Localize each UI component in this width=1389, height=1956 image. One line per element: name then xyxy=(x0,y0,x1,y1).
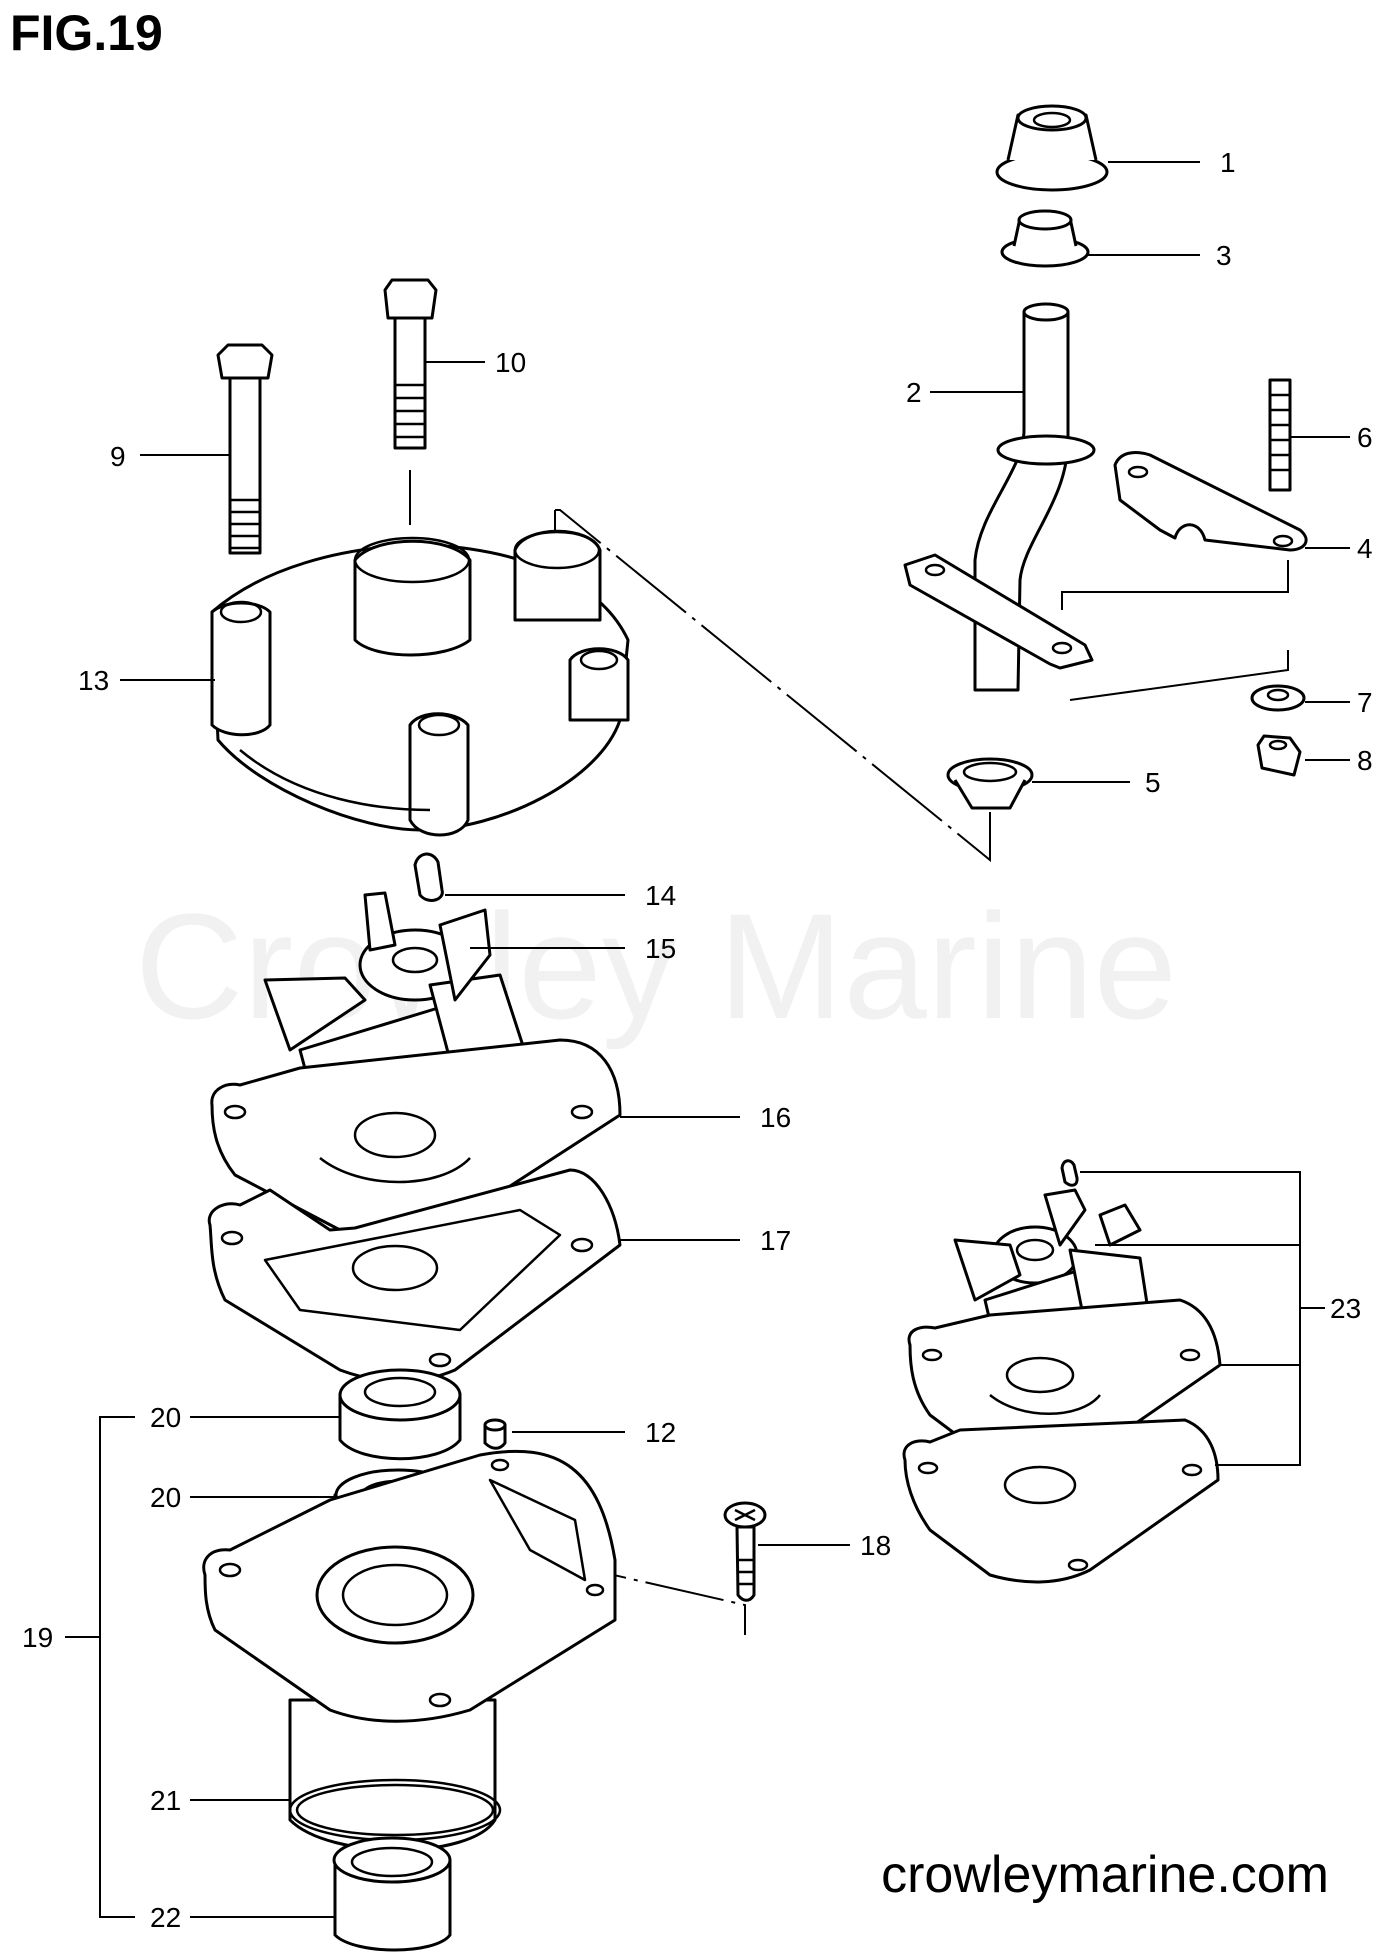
part-number-20-lower: 20 xyxy=(150,1482,181,1513)
part-number-19: 19 xyxy=(22,1622,53,1653)
part-number-7: 7 xyxy=(1357,687,1373,718)
part-17-gasket[interactable] xyxy=(207,1168,622,1383)
bracket-23 xyxy=(1080,1171,1301,1466)
part-16-plate[interactable] xyxy=(210,1038,622,1239)
part-number-22: 22 xyxy=(150,1902,181,1933)
part-number-15: 15 xyxy=(645,933,676,964)
part-number-18: 18 xyxy=(860,1530,891,1561)
figure-title: FIG.19 xyxy=(10,5,163,61)
part-number-9: 9 xyxy=(110,441,126,472)
part-number-12: 12 xyxy=(645,1417,676,1448)
part-number-20-upper: 20 xyxy=(150,1402,181,1433)
part-2-water-tube[interactable] xyxy=(903,302,1096,692)
part-number-21: 21 xyxy=(150,1785,181,1816)
part-5-grommet[interactable] xyxy=(946,757,1034,810)
part-14-key[interactable] xyxy=(413,852,444,902)
part-number-1: 1 xyxy=(1220,147,1236,178)
part-10-bolt[interactable] xyxy=(383,278,438,450)
website-url: crowleymarine.com xyxy=(881,1846,1329,1904)
part-number-10: 10 xyxy=(495,347,526,378)
part-number-4: 4 xyxy=(1357,533,1373,564)
part-number-14: 14 xyxy=(645,880,676,911)
part-20-upper-seal[interactable] xyxy=(338,1368,462,1461)
part-6-stud[interactable] xyxy=(1268,378,1292,492)
part-7-washer[interactable] xyxy=(1250,684,1306,712)
part-number-3: 3 xyxy=(1216,240,1232,271)
nut-alignment-line xyxy=(1069,650,1289,701)
part-number-5: 5 xyxy=(1145,767,1161,798)
part-9-bolt[interactable] xyxy=(216,343,274,555)
part-number-6: 6 xyxy=(1357,422,1373,453)
tube-alignment-line xyxy=(555,509,991,863)
part-number-17: 17 xyxy=(760,1225,791,1256)
part-4-plate[interactable] xyxy=(1113,451,1308,552)
part-number-23: 23 xyxy=(1330,1293,1361,1324)
bracket-19 xyxy=(99,1416,135,1918)
part-22-bearing[interactable] xyxy=(332,1836,452,1952)
part-3-grommet[interactable] xyxy=(1000,209,1090,268)
part-12-dowel-pin[interactable] xyxy=(483,1418,507,1450)
part-number-16: 16 xyxy=(760,1102,791,1133)
part-23-kit[interactable] xyxy=(902,1159,1222,1584)
part-1-cap[interactable] xyxy=(995,104,1109,192)
part-number-2: 2 xyxy=(906,377,922,408)
part-18-screw[interactable] xyxy=(723,1501,767,1602)
stud-alignment-line xyxy=(1061,560,1289,610)
part-8-nut[interactable] xyxy=(1256,734,1302,777)
part-19-pump-case-lower[interactable] xyxy=(202,1449,617,1852)
part-number-8: 8 xyxy=(1357,745,1373,776)
part-13-pump-case[interactable] xyxy=(210,529,630,837)
part-number-13: 13 xyxy=(78,665,109,696)
